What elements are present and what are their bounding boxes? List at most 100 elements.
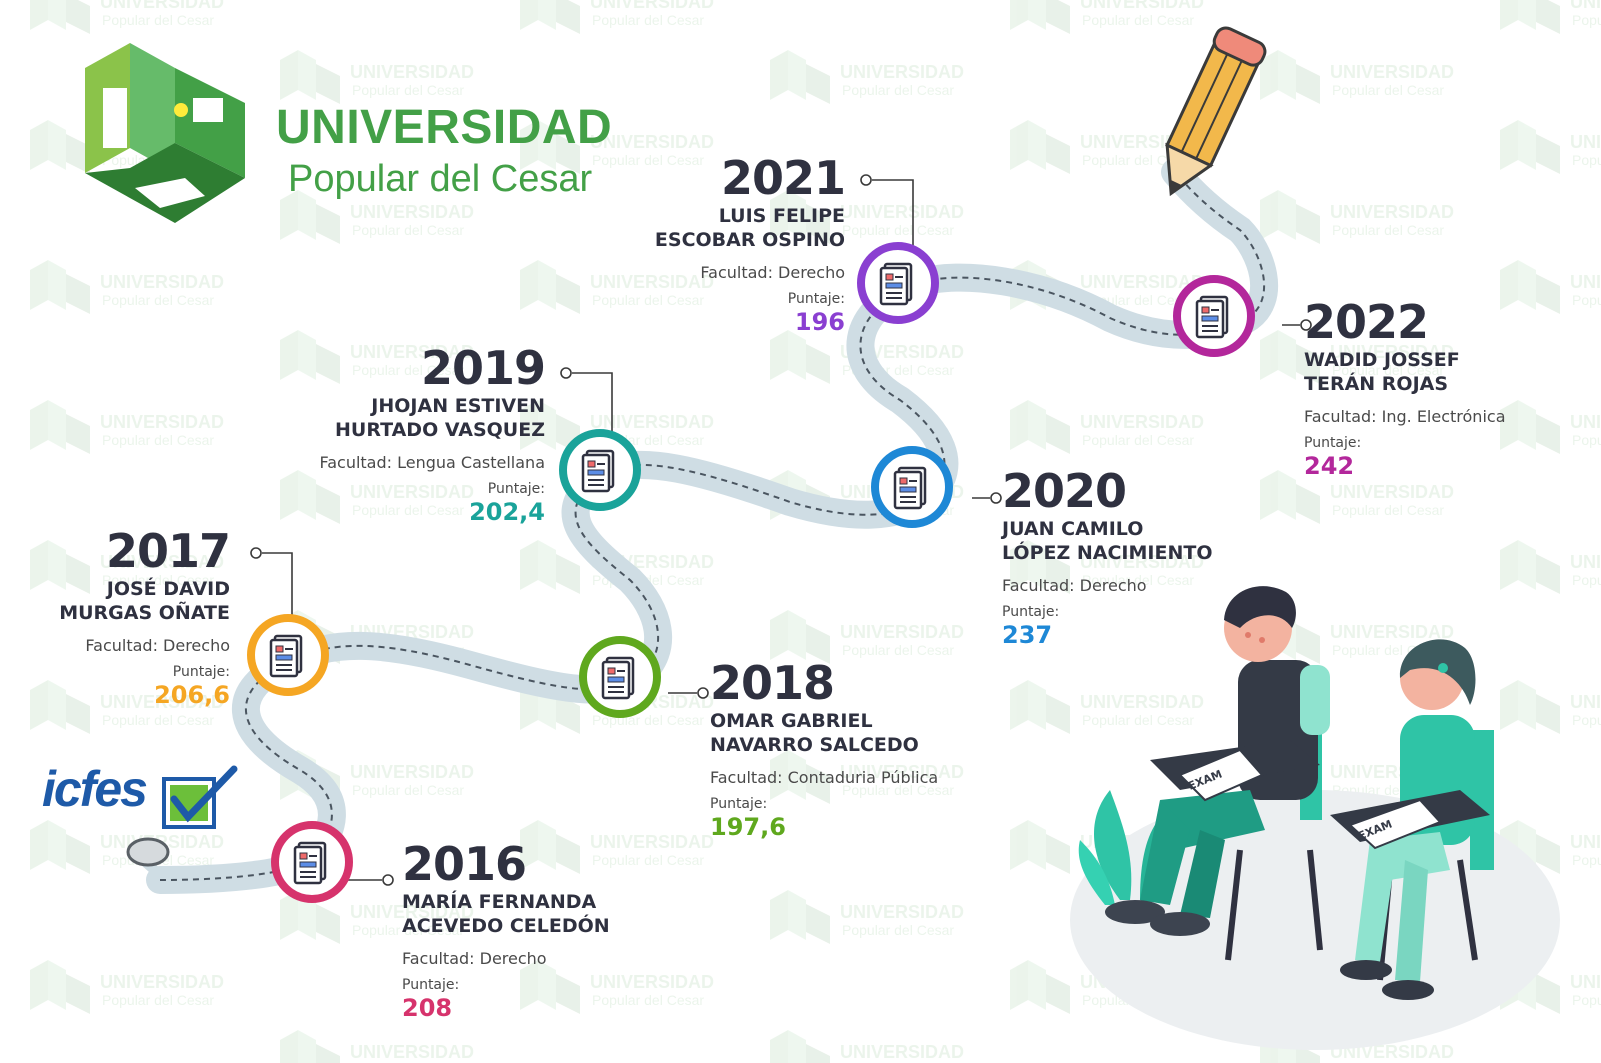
students-illustration: EXAM EXAM bbox=[1070, 586, 1560, 1050]
svg-text:Popular del Cesar: Popular del Cesar bbox=[102, 12, 214, 28]
svg-text:Popular del Cesar: Popular del Cesar bbox=[592, 12, 704, 28]
svg-text:Popular del Cesar: Popular del Cesar bbox=[102, 572, 214, 588]
svg-text:UNIVERSIDAD: UNIVERSIDAD bbox=[100, 412, 224, 432]
svg-text:UNIVERSIDAD: UNIVERSIDAD bbox=[590, 832, 714, 852]
svg-text:Popular del Cesar: Popular del Cesar bbox=[1082, 12, 1194, 28]
entry-year: 2022 bbox=[1304, 295, 1429, 349]
svg-text:UNIVERSIDAD: UNIVERSIDAD bbox=[590, 132, 714, 152]
entry-name: LUIS FELIPE bbox=[718, 205, 845, 227]
entry-score: 242 bbox=[1304, 452, 1355, 480]
svg-text:Popular del Cesar: Popular del Cesar bbox=[592, 152, 704, 168]
exam-document-icon bbox=[293, 841, 327, 885]
entry-faculty: Facultad: Lengua Castellana bbox=[319, 453, 545, 472]
svg-text:UNIVERSIDAD: UNIVERSIDAD bbox=[1570, 832, 1601, 852]
entry-score: 206,6 bbox=[154, 681, 230, 709]
svg-text:UNIVERSIDAD: UNIVERSIDAD bbox=[1330, 342, 1454, 362]
svg-text:UNIVERSIDAD: UNIVERSIDAD bbox=[350, 342, 474, 362]
entry-faculty: Facultad: Ing. Electrónica bbox=[1304, 407, 1506, 426]
entry-year: 2018 bbox=[710, 656, 835, 710]
svg-text:Popular del Cesar: Popular del Cesar bbox=[102, 712, 214, 728]
milestone-node-2018 bbox=[579, 636, 661, 718]
svg-text:Popular del Cesar: Popular del Cesar bbox=[1572, 432, 1601, 448]
svg-text:UNIVERSIDAD: UNIVERSIDAD bbox=[350, 62, 474, 82]
svg-text:UNIVERSIDAD: UNIVERSIDAD bbox=[1080, 692, 1204, 712]
svg-text:UNIVERSIDAD: UNIVERSIDAD bbox=[100, 272, 224, 292]
entry-score: 237 bbox=[1002, 621, 1053, 649]
svg-text:UNIVERSIDAD: UNIVERSIDAD bbox=[1080, 0, 1204, 12]
connectors bbox=[250, 174, 1312, 886]
svg-text:UNIVERSIDAD: UNIVERSIDAD bbox=[1570, 692, 1601, 712]
svg-text:UNIVERSIDAD: UNIVERSIDAD bbox=[1570, 972, 1601, 992]
road-center-line bbox=[159, 171, 1266, 881]
milestone-node-2019 bbox=[559, 429, 641, 511]
svg-text:Popular del Cesar: Popular del Cesar bbox=[1572, 12, 1601, 28]
entry-score-label: Puntaje: bbox=[487, 481, 545, 497]
svg-text:UNIVERSIDAD: UNIVERSIDAD bbox=[350, 482, 474, 502]
entry-score-label: Puntaje: bbox=[1002, 604, 1060, 620]
svg-text:Popular del Cesar: Popular del Cesar bbox=[592, 992, 704, 1008]
milestone-node-2022 bbox=[1173, 275, 1255, 357]
svg-text:UNIVERSIDAD: UNIVERSIDAD bbox=[1330, 482, 1454, 502]
entry-year: 2021 bbox=[720, 151, 846, 205]
university-title: UNIVERSIDAD bbox=[276, 101, 613, 154]
svg-text:Popular del Cesar: Popular del Cesar bbox=[1572, 852, 1601, 868]
entry-name: WADID JOSSEF bbox=[1304, 349, 1460, 371]
svg-text:Popular del Cesar: Popular del Cesar bbox=[102, 432, 214, 448]
entry-faculty: Facultad: Contaduria Pública bbox=[710, 768, 939, 787]
exam-document-icon bbox=[879, 262, 913, 306]
pencil-icon bbox=[1165, 26, 1267, 197]
milestone-node-2017 bbox=[247, 614, 329, 696]
entry-year: 2019 bbox=[420, 341, 546, 395]
entry-name: JHOJAN ESTIVEN bbox=[371, 395, 545, 417]
svg-text:UNIVERSIDAD: UNIVERSIDAD bbox=[840, 762, 964, 782]
svg-text:Popular del Cesar: Popular del Cesar bbox=[1082, 572, 1194, 588]
entry-score-label: Puntaje: bbox=[787, 291, 845, 307]
svg-text:Popular del Cesar: Popular del Cesar bbox=[1332, 502, 1444, 518]
svg-text:UNIVERSIDAD: UNIVERSIDAD bbox=[1330, 62, 1454, 82]
svg-text:Popular del Cesar: Popular del Cesar bbox=[592, 852, 704, 868]
svg-text:UNIVERSIDAD: UNIVERSIDAD bbox=[1080, 412, 1204, 432]
entry-score: 197,6 bbox=[710, 813, 786, 841]
svg-text:UNIVERSIDAD: UNIVERSIDAD bbox=[1570, 412, 1601, 432]
svg-text:Popular del Cesar: Popular del Cesar bbox=[1082, 712, 1194, 728]
svg-text:Popular del Cesar: Popular del Cesar bbox=[352, 222, 464, 238]
entry-name: HURTADO VASQUEZ bbox=[335, 419, 545, 441]
svg-text:UNIVERSIDAD: UNIVERSIDAD bbox=[100, 552, 224, 572]
milestone-node-2021 bbox=[857, 242, 939, 324]
svg-text:UNIVERSIDAD: UNIVERSIDAD bbox=[840, 1042, 964, 1062]
entry-score-label: Puntaje: bbox=[402, 977, 460, 993]
icfes-logo-text: icfes bbox=[42, 761, 148, 817]
milestone-node-2016 bbox=[271, 821, 353, 903]
svg-text:UNIVERSIDAD: UNIVERSIDAD bbox=[1570, 272, 1601, 292]
entry-2018: 2018 OMAR GABRIEL NAVARRO SALCEDO Facult… bbox=[710, 657, 1030, 841]
svg-text:UNIVERSIDAD: UNIVERSIDAD bbox=[350, 902, 474, 922]
svg-text:UNIVERSIDAD: UNIVERSIDAD bbox=[100, 692, 224, 712]
entry-name: TERÁN ROJAS bbox=[1304, 373, 1449, 395]
entry-score-label: Puntaje: bbox=[172, 664, 230, 680]
entry-2020: 2020 JUAN CAMILO LÓPEZ NACIMIENTO Facult… bbox=[1002, 465, 1322, 649]
svg-text:Popular del Cesar: Popular del Cesar bbox=[1332, 222, 1444, 238]
entry-2021: 2021 LUIS FELIPE ESCOBAR OSPINO Facultad… bbox=[525, 151, 846, 336]
svg-text:UNIVERSIDAD: UNIVERSIDAD bbox=[840, 902, 964, 922]
svg-text:Popular del Cesar: Popular del Cesar bbox=[1332, 362, 1444, 378]
svg-text:Popular del Cesar: Popular del Cesar bbox=[1572, 572, 1601, 588]
svg-text:Popular del Cesar: Popular del Cesar bbox=[102, 992, 214, 1008]
entry-faculty: Facultad: Derecho bbox=[402, 949, 547, 968]
